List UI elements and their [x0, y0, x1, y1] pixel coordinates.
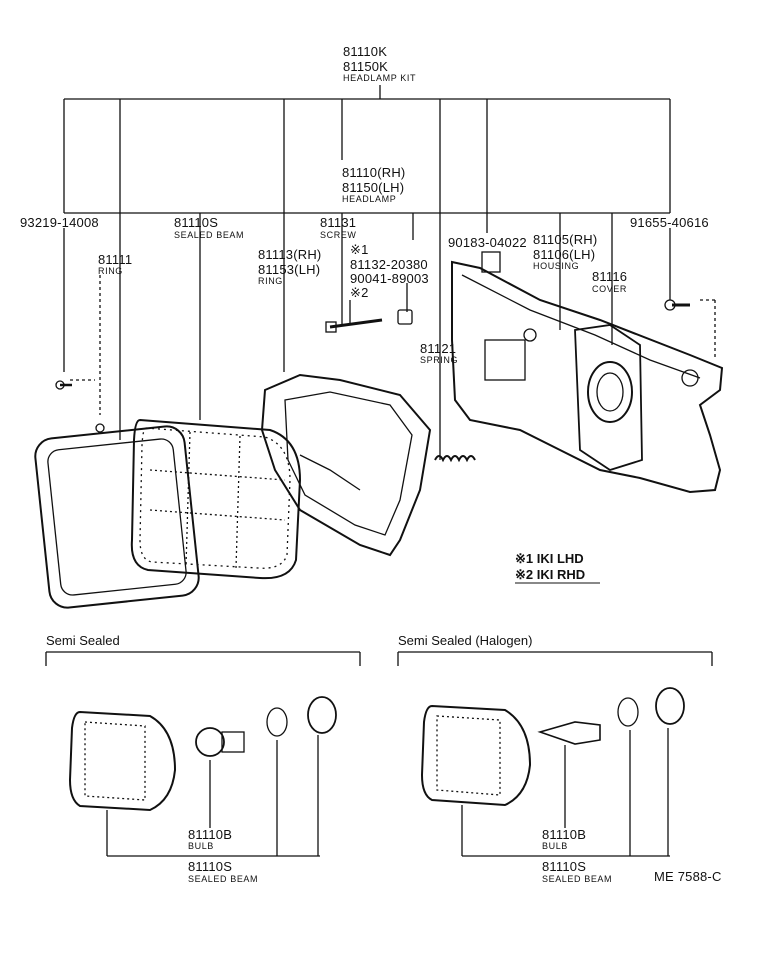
outer-ring-81111 [34, 423, 200, 609]
semi-sealed-bulb [195, 727, 245, 757]
screw-part-number: 81131 [320, 215, 357, 230]
housing-81105 [451, 260, 724, 494]
nut-part-number-2: 90041-89003 [350, 271, 429, 286]
inner-ring-81113 [260, 373, 432, 557]
spring-81121 [434, 455, 476, 463]
housing-description: HOUSING [533, 261, 580, 271]
legend-line-1: ※1 IKI LHD [515, 551, 584, 566]
outer-ring-part-number: 81111 [98, 252, 133, 267]
spring-description: SPRING [420, 355, 459, 365]
halogen-cap [655, 687, 685, 725]
halogen-bulb [537, 721, 601, 745]
cover-description: COVER [592, 284, 628, 294]
semi-sealed-cap [307, 696, 337, 734]
semi-sealed-beam-description: SEALED BEAM [188, 874, 259, 884]
note-mark-1: ※1 [350, 242, 369, 257]
note-mark-2: ※2 [350, 285, 369, 300]
headlamp-part-number-2: 81150(LH) [342, 180, 405, 195]
kit-part-number-1: 81110K [343, 44, 388, 59]
sealed-beam-part-number: 81110S [174, 215, 219, 230]
headlamp-part-number-1: 81110(RH) [342, 165, 406, 180]
semi-sealed-bulb-description: BULB [188, 841, 214, 851]
kit-description: HEADLAMP KIT [343, 73, 417, 83]
kit-part-number-2: 81150K [343, 59, 389, 74]
housing-part-number-2: 81106(LH) [533, 247, 596, 262]
inner-ring-description: RING [258, 276, 283, 286]
semi-sealed-beam-part-number: 81110S [188, 859, 233, 874]
headlamp-description: HEADLAMP [342, 194, 397, 204]
halogen-bulb-part-number: 81110B [542, 827, 587, 842]
right-screw-part-number: 91655-40616 [630, 215, 709, 230]
sealed-beam-description: SEALED BEAM [174, 230, 245, 240]
left-screw-part-number: 93219-14008 [20, 215, 99, 230]
halogen-socket [617, 697, 639, 727]
inner-ring-part-number-2: 81153(LH) [258, 262, 321, 277]
cover-81116 [574, 324, 643, 471]
right-screw [664, 299, 690, 311]
drawing-code: ME 7588-C [654, 869, 722, 884]
bracket-screw-part-number: 90183-04022 [448, 235, 527, 250]
halogen-bulb-description: BULB [542, 841, 568, 851]
semi-sealed-bulb-part-number: 81110B [188, 827, 233, 842]
screw-81131 [325, 318, 383, 333]
legend-line-2: ※2 IKI RHD [515, 567, 586, 582]
halogen-beam-description: SEALED BEAM [542, 874, 613, 884]
halogen-title: Semi Sealed (Halogen) [398, 633, 533, 648]
semi-sealed-title: Semi Sealed [46, 633, 120, 648]
housing-part-number-1: 81105(RH) [533, 232, 598, 247]
sealed-beam-lamp [130, 418, 302, 580]
outer-ring-description: RING [98, 266, 123, 276]
left-screw [55, 380, 72, 390]
cover-part-number: 81116 [592, 269, 628, 284]
semi-sealed-socket [266, 707, 288, 737]
halogen-lamp [420, 704, 532, 807]
screw-description: SCREW [320, 230, 357, 240]
semi-sealed-lamp [68, 710, 177, 812]
bracket-clip [481, 251, 501, 273]
nut-part-number-1: 81132-20380 [350, 257, 428, 272]
spring-part-number: 81121 [420, 341, 457, 356]
nut-81132 [397, 309, 413, 325]
inner-ring-part-number-1: 81113(RH) [258, 247, 322, 262]
halogen-beam-part-number: 81110S [542, 859, 587, 874]
